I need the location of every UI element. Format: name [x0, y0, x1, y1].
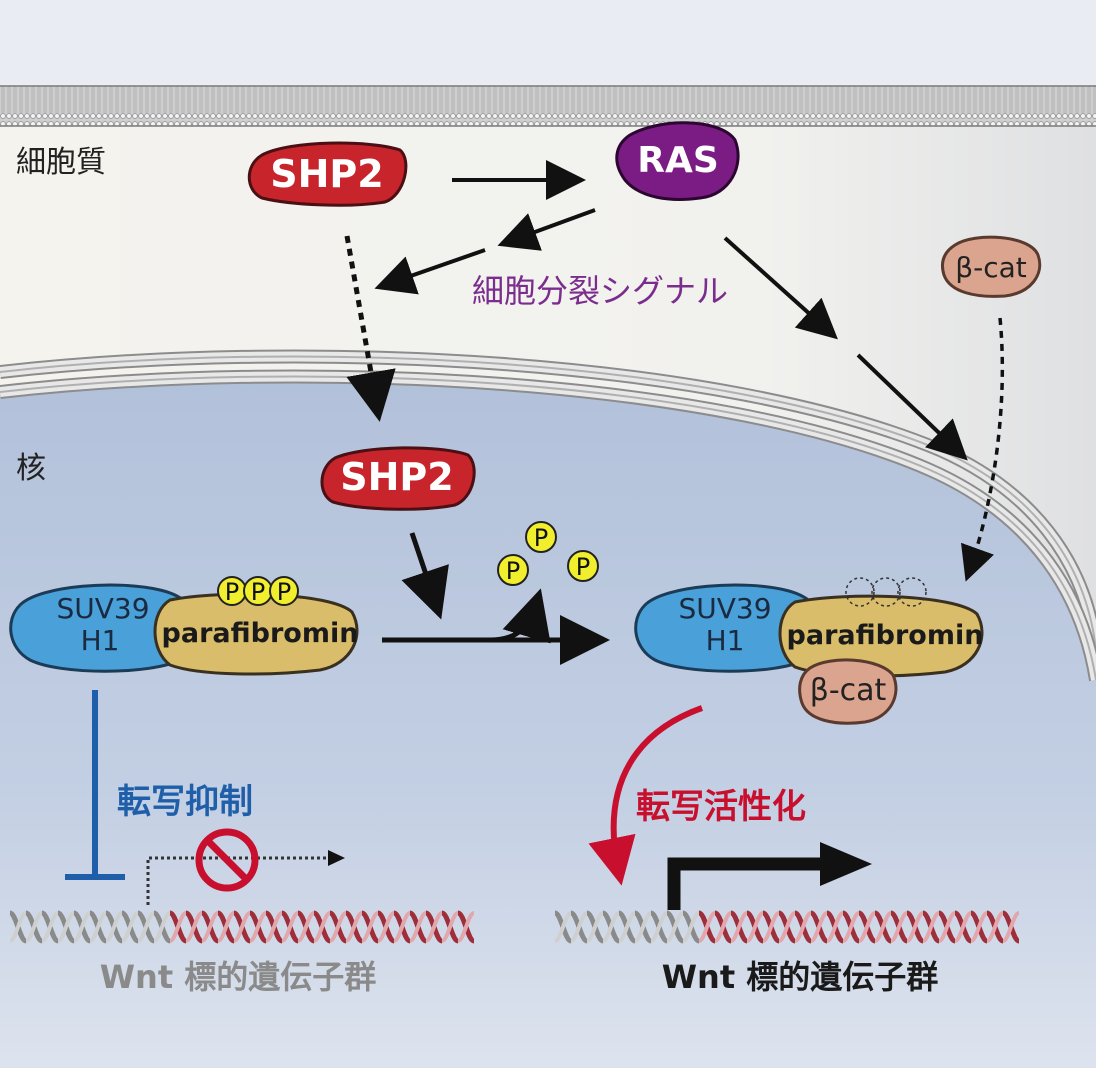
- suv39h1-right-label-2: H1: [706, 624, 745, 657]
- activation-curve-arrow: [588, 705, 704, 886]
- division-signal-label: 細胞分裂シグナル: [472, 272, 728, 310]
- phospho-group-left: P P P: [217, 576, 299, 606]
- extracellular-space: [0, 0, 1096, 90]
- ras-protein: RAS: [615, 121, 740, 201]
- beta-catenin-cytoplasm: β-cat: [940, 235, 1042, 298]
- beta-catenin-nucleus: β-cat: [798, 658, 898, 725]
- shp2-nucleus: SHP2: [320, 446, 476, 511]
- released-phosphates: P P P: [497, 521, 599, 586]
- phospho-left-1: P: [225, 578, 239, 606]
- dna-helix-right: [553, 910, 1021, 944]
- arrow-beta-catenin-translocation: [961, 317, 1005, 582]
- arrow-signal-3: [723, 236, 838, 340]
- activation-group: 転写活性化: [588, 705, 872, 910]
- phospho-left-3: P: [277, 578, 291, 606]
- shp2-cytoplasm: SHP2: [247, 141, 408, 207]
- activation-label: 転写活性化: [636, 787, 806, 827]
- plasma-membrane: [0, 86, 1096, 126]
- beta-catenin-cytoplasm-label: β-cat: [955, 251, 1027, 284]
- dephospho-sites: [845, 577, 927, 607]
- beta-catenin-nucleus-label: β-cat: [810, 673, 887, 708]
- repression-label: 転写抑制: [117, 782, 253, 822]
- shp2-cytoplasm-label: SHP2: [270, 152, 383, 196]
- shp2-nucleus-label: SHP2: [340, 455, 453, 499]
- parafibromin-right: [778, 594, 984, 678]
- arrow-phosphate-release: [489, 588, 551, 644]
- complex-right: SUV39 H1 parafibromin β-cat: [634, 577, 984, 725]
- dna-helix-left: [8, 910, 476, 944]
- nucleus-area: [0, 378, 1096, 1068]
- prohibition-icon: [195, 828, 259, 892]
- suv39h1-right-label-1: SUV39: [678, 592, 771, 625]
- phospho-free-2: P: [506, 557, 520, 585]
- complex-left: SUV39 H1 parafibromin P P P: [9, 576, 359, 676]
- arrow-signal-2: [374, 248, 486, 295]
- suv39h1-left-label-1: SUV39: [56, 592, 149, 625]
- arrow-shp2-translocation: [344, 235, 396, 422]
- phospho-free-1: P: [534, 524, 548, 552]
- parafibromin-left-label: parafibromin: [162, 618, 359, 649]
- gene-label-right: Wnt 標的遺伝子群: [662, 958, 939, 996]
- phospho-free-3: P: [576, 553, 590, 581]
- repression-group: 転写抑制: [65, 690, 345, 905]
- gene-label-left: Wnt 標的遺伝子群: [100, 958, 377, 996]
- nucleus-label: 核: [16, 451, 46, 486]
- suv39h1-left-label-2: H1: [81, 624, 120, 657]
- nuclear-envelope: [0, 349, 1096, 682]
- cytoplasm-label: 細胞質: [16, 145, 106, 180]
- phospho-left-2: P: [251, 578, 265, 606]
- arrow-signal-4: [856, 353, 968, 461]
- arrow-signal-1: [497, 208, 596, 251]
- ras-label: RAS: [637, 140, 719, 181]
- arrow-shp2-action: [401, 532, 449, 620]
- parafibromin-right-label: parafibromin: [787, 620, 984, 651]
